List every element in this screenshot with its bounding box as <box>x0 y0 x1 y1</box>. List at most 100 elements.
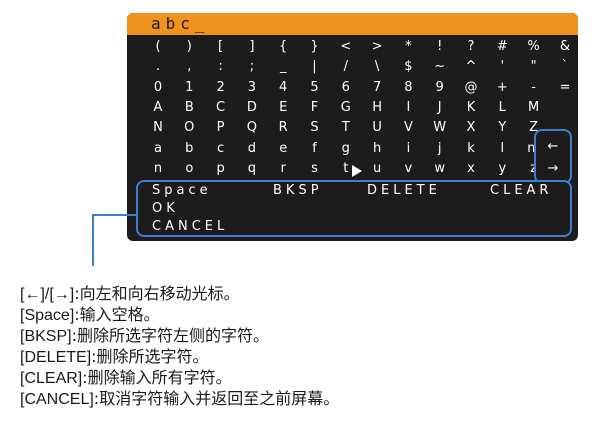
char-key[interactable]: y <box>498 160 507 176</box>
char-key[interactable]: z <box>519 159 549 179</box>
char-key[interactable]: b <box>185 140 194 156</box>
char-key[interactable]: + <box>496 79 508 95</box>
char-key[interactable]: K <box>466 99 476 115</box>
char-key[interactable]: F <box>310 99 319 115</box>
char-key[interactable]: U <box>372 120 382 136</box>
char-key[interactable]: # <box>496 39 508 54</box>
char-key[interactable]: o <box>185 160 194 176</box>
char-key[interactable]: \ <box>374 59 380 75</box>
char-key[interactable]: _ <box>279 59 287 75</box>
char-key[interactable]: s <box>311 160 318 176</box>
char-key[interactable]: 1 <box>185 79 194 95</box>
char-key[interactable]: S <box>310 120 319 136</box>
char-key[interactable]: . <box>155 59 161 75</box>
char-key[interactable]: i <box>406 140 411 156</box>
char-key[interactable]: O <box>184 120 195 136</box>
char-key[interactable]: a <box>154 140 162 156</box>
char-key[interactable]: Q <box>246 120 257 136</box>
char-key[interactable]: ] <box>249 39 255 54</box>
char-key[interactable]: h <box>372 140 382 156</box>
char-key[interactable]: / <box>343 59 348 75</box>
char-key[interactable]: } <box>310 39 319 54</box>
char-key[interactable]: t <box>343 160 349 176</box>
char-key[interactable]: | <box>312 59 317 75</box>
char-key[interactable]: ^ <box>465 59 477 75</box>
char-key[interactable]: * <box>405 39 412 54</box>
char-key[interactable]: ! <box>437 39 443 54</box>
char-key[interactable]: < <box>340 39 352 54</box>
char-key[interactable]: G <box>340 99 351 115</box>
char-key[interactable]: Z <box>529 120 539 136</box>
char-key[interactable]: u <box>372 160 382 176</box>
char-key[interactable]: P <box>216 120 225 136</box>
char-key[interactable]: I <box>406 99 411 115</box>
char-key[interactable]: p <box>216 160 225 176</box>
char-key[interactable]: l <box>500 140 505 156</box>
char-key[interactable]: n <box>153 160 163 176</box>
char-key[interactable]: ; <box>249 59 255 75</box>
char-key[interactable]: , <box>187 59 192 75</box>
text-input-bar[interactable]: abc_ <box>127 13 578 35</box>
char-key[interactable]: E <box>279 99 288 115</box>
char-key[interactable]: 2 <box>216 79 225 95</box>
char-key[interactable]: j <box>437 140 442 156</box>
char-key[interactable]: ( <box>155 39 161 54</box>
char-key[interactable]: 0 <box>153 79 163 95</box>
char-key[interactable]: N <box>153 120 163 136</box>
char-key[interactable]: - <box>531 79 536 95</box>
char-key[interactable]: T <box>341 120 350 136</box>
char-key[interactable]: Y <box>498 120 507 136</box>
char-key[interactable]: w <box>434 160 445 176</box>
char-key[interactable]: C <box>216 99 226 115</box>
char-key[interactable]: [ <box>218 39 224 54</box>
char-key[interactable]: V <box>403 120 413 136</box>
char-key[interactable]: { <box>279 39 288 54</box>
cursor-left-key[interactable]: ← <box>547 139 559 154</box>
char-key[interactable]: 6 <box>341 79 350 95</box>
char-key[interactable]: ) <box>186 39 192 54</box>
delete-key[interactable]: DELETE <box>367 183 441 198</box>
char-key[interactable]: v <box>404 160 413 176</box>
char-key[interactable]: 8 <box>404 79 413 95</box>
char-key[interactable]: R <box>278 120 288 136</box>
cancel-key[interactable]: CANCEL <box>152 219 229 234</box>
clear-key[interactable]: CLEAR <box>490 183 553 198</box>
char-key[interactable]: $ <box>404 59 413 75</box>
char-key[interactable]: g <box>341 140 350 156</box>
char-key[interactable]: M <box>527 99 540 115</box>
char-key[interactable]: ` <box>561 59 569 75</box>
char-key[interactable]: k <box>467 140 475 156</box>
char-key[interactable]: e <box>279 140 288 156</box>
space-key[interactable]: Space <box>152 183 212 198</box>
char-key[interactable]: 3 <box>247 79 257 95</box>
char-key[interactable]: ' <box>500 59 505 75</box>
char-key[interactable]: c <box>217 140 225 156</box>
char-key[interactable]: X <box>466 120 476 136</box>
char-key[interactable]: D <box>246 99 257 115</box>
char-key[interactable]: H <box>372 99 382 115</box>
char-key[interactable]: 4 <box>279 79 288 95</box>
char-key[interactable]: ~ <box>434 59 446 75</box>
char-key[interactable]: : <box>218 59 223 75</box>
char-key[interactable]: 9 <box>435 79 444 95</box>
char-key[interactable]: > <box>371 39 383 54</box>
char-key[interactable]: r <box>280 160 286 176</box>
ok-key[interactable]: OK <box>152 201 179 216</box>
bksp-key[interactable]: BKSP <box>273 183 323 198</box>
char-key[interactable]: @ <box>464 79 478 95</box>
char-key[interactable]: q <box>247 160 257 176</box>
char-key[interactable]: % <box>527 39 540 54</box>
char-key[interactable]: L <box>498 99 506 115</box>
char-key[interactable]: f <box>312 140 317 156</box>
char-key[interactable]: 5 <box>310 79 319 95</box>
char-key[interactable]: d <box>247 140 257 156</box>
char-key[interactable]: = <box>559 79 571 95</box>
char-key[interactable]: W <box>433 120 447 136</box>
char-key[interactable]: ? <box>467 39 475 54</box>
char-key[interactable]: J <box>437 99 442 115</box>
cursor-right-key[interactable]: → <box>547 161 559 176</box>
char-key[interactable]: A <box>153 99 163 115</box>
char-key[interactable]: B <box>184 99 194 115</box>
char-key[interactable]: " <box>530 59 537 75</box>
char-key[interactable]: x <box>467 160 475 176</box>
